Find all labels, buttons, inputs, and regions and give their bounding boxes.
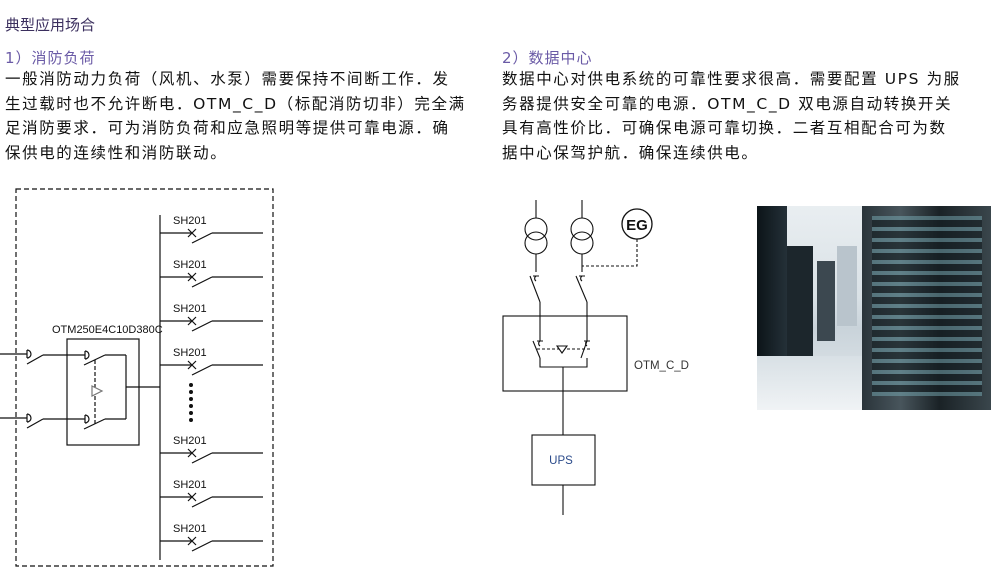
breaker-branch: SH201 <box>160 523 263 552</box>
ats-box <box>66 338 140 446</box>
breaker-branch: SH201 <box>160 347 263 376</box>
breaker-x-icon <box>187 316 197 326</box>
datacenter-photo <box>757 206 991 410</box>
breaker-label: SH201 <box>173 479 207 491</box>
generator-label: EG <box>626 217 648 234</box>
datacenter-heading: 2）数据中心 <box>502 49 593 67</box>
breaker-x-icon <box>187 272 197 282</box>
ellipsis-dots <box>189 383 193 422</box>
breaker-label: SH201 <box>173 347 207 359</box>
breaker-label: SH201 <box>173 523 207 535</box>
breaker-label: SH201 <box>173 259 207 271</box>
fire-paragraph: 一般消防动力负荷（风机、水泵）需要保持不间断工作．发 生过载时也不允许断电．OT… <box>5 67 466 165</box>
breaker-x-icon <box>187 360 197 370</box>
ups-label: UPS <box>549 455 573 467</box>
transformer-1 <box>524 200 548 272</box>
breaker-branch: SH201 <box>160 259 263 288</box>
breaker-branch: SH201 <box>160 303 263 332</box>
text-line: 务器提供安全可靠的电源．OTM_C_D 双电源自动转换开关 <box>502 94 953 113</box>
actuator-icon <box>91 385 104 397</box>
breaker-label: SH201 <box>173 303 207 315</box>
breaker-x-icon <box>187 492 197 502</box>
fire-heading: 1）消防负荷 <box>5 49 96 67</box>
transformer-2 <box>570 200 594 272</box>
actuator-icon <box>555 345 569 354</box>
input-line-1 <box>0 349 126 366</box>
breaker-x-icon <box>187 448 197 458</box>
breaker-1 <box>529 275 541 341</box>
generator-link <box>582 239 638 267</box>
text-line: 足消防要求．可为消防负荷和应急照明等提供可靠电源．确 <box>5 119 450 137</box>
breaker-2 <box>575 275 588 341</box>
text-line: 据中心保驾护航．确保连续供电。 <box>502 143 759 162</box>
text-line: 数据中心对供电系统的可靠性要求很高．需要配置 UPS 为服 <box>502 70 961 88</box>
ats-box <box>502 315 628 392</box>
breaker-branch: SH201 <box>160 215 263 244</box>
text-line: 保供电的连续性和消防联动。 <box>5 143 228 162</box>
switch-model-label: OTM250E4C10D380C <box>52 324 163 336</box>
text-line: 生过载时也不允许断电．OTM_C_D（标配消防切非）完全满 <box>5 94 466 113</box>
text-line: 具有高性价比．可确保电源可靠切换．二者互相配合可为数 <box>502 119 947 137</box>
section-title: 典型应用场合 <box>5 16 96 34</box>
breaker-x-icon <box>187 536 197 546</box>
datacenter-paragraph: 数据中心对供电系统的可靠性要求很高．需要配置 UPS 为服 务器提供安全可靠的电… <box>502 67 961 165</box>
breaker-label: SH201 <box>173 215 207 227</box>
text-line: 一般消防动力负荷（风机、水泵）需要保持不间断工作．发 <box>5 70 450 88</box>
breaker-branch: SH201 <box>160 479 263 508</box>
datacenter-diagram: EG OTM_C_D UPS <box>502 200 689 515</box>
breaker-branch: SH201 <box>160 435 263 464</box>
dashed-enclosure <box>15 188 274 567</box>
breaker-label: SH201 <box>173 435 207 447</box>
switch-label: OTM_C_D <box>634 360 689 372</box>
breaker-x-icon <box>187 228 197 238</box>
